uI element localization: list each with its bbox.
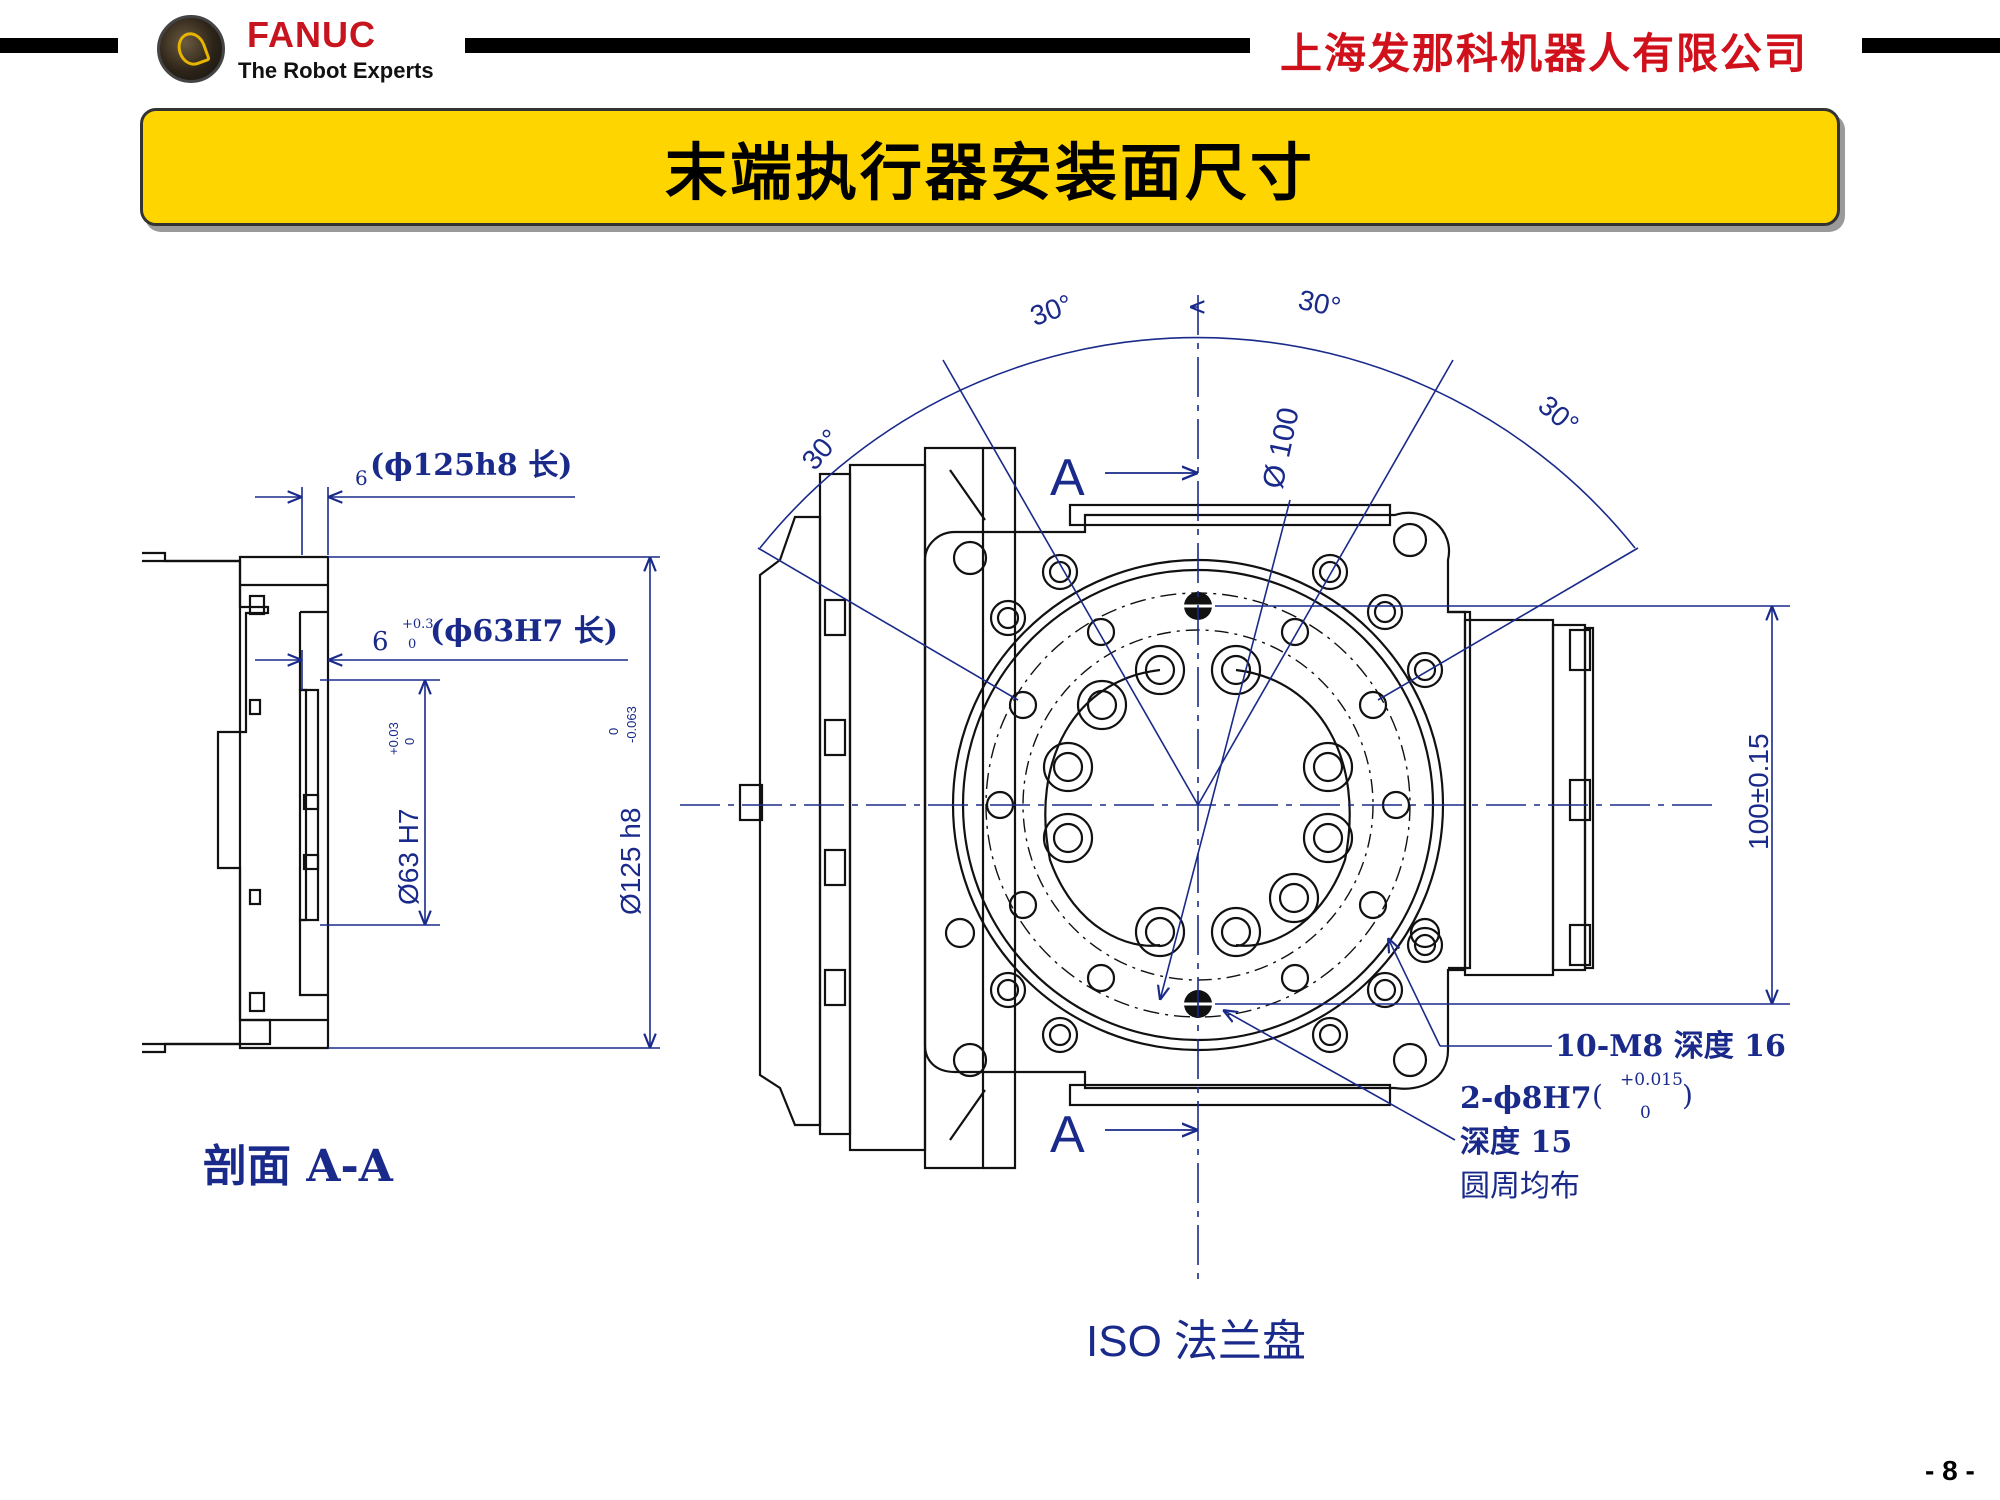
center-lines <box>680 295 1720 1280</box>
page-title: 末端执行器安装面尺寸 <box>664 139 1315 208</box>
dim-inner-tol-upper: +0.3 <box>402 617 434 632</box>
callout-pins-line2: 深度 15 <box>1460 1125 1572 1160</box>
section-caption: 剖面 A-A <box>203 1141 393 1192</box>
angle-label-1: 30° <box>1026 288 1076 332</box>
dim-inner-value: 6 <box>372 627 389 657</box>
header-bar-middle <box>465 38 1250 53</box>
callout-pins-tol-lower: 0 <box>1640 1103 1651 1123</box>
iso-flange-caption: ISO 法兰盘 <box>1086 1317 1307 1366</box>
section-view <box>142 551 330 1054</box>
callout-pins-line1: 2-ϕ8H7 <box>1460 1081 1592 1116</box>
section-marker-bottom: A <box>1050 1106 1085 1164</box>
logo-tagline: The Robot Experts <box>238 58 434 83</box>
logo-emblem-icon <box>157 15 225 83</box>
dim-inner-tol-lower: 0 <box>408 637 416 652</box>
section-markers <box>1105 473 1198 1130</box>
bolt-holes <box>944 522 1444 1078</box>
dia125-tol-lower: -0.063 <box>624 706 639 743</box>
flange-body <box>738 446 1595 1170</box>
logo-brand: FANUC <box>247 14 376 55</box>
section-dim-labels: 6 (ϕ125h8 长) 6 +0.3 0 (ϕ63H7 长) Ø63 H7 +… <box>355 448 646 915</box>
callout-pins-line3: 圆周均布 <box>1460 1169 1580 1204</box>
header-bar-right <box>1862 38 2000 53</box>
dia125-tol-upper: 0 <box>606 728 621 735</box>
dim-100-label: 100±0.15 <box>1743 733 1774 850</box>
dim-100-vertical <box>1215 605 1790 1005</box>
callout-pins-paren-open: ( <box>1592 1079 1603 1112</box>
section-dimensions <box>255 487 660 1049</box>
callout-leaders <box>1223 938 1552 1141</box>
dia63-tol-upper: +0.03 <box>386 722 401 755</box>
angle-label-2: 30° <box>1296 284 1344 323</box>
diameter-100-dim <box>1160 499 1291 1000</box>
header-bar-left <box>0 38 118 53</box>
angle-labels: 30° 30° 30° 30° <box>796 284 1585 476</box>
dim-top-outer-text: (ϕ125h8 长) <box>370 448 572 483</box>
dim-top-outer-value: 6 <box>355 466 368 490</box>
technical-drawing: 6 (ϕ125h8 长) 6 +0.3 0 (ϕ63H7 长) Ø63 H7 +… <box>142 284 1790 1280</box>
company-name: 上海发那科机器人有限公司 <box>1280 30 1809 77</box>
callout-pins-tol-upper: +0.015 <box>1620 1070 1683 1090</box>
dia63-label: Ø63 H7 <box>393 809 424 906</box>
dim-inner-text: (ϕ63H7 长) <box>430 614 618 649</box>
angle-dimensions <box>757 307 1639 806</box>
page-number: - 8 - <box>1925 1455 1975 1486</box>
diameter-100-label: Ø 100 <box>1257 405 1306 492</box>
callout-bolts: 10-M8 深度 16 <box>1555 1029 1786 1064</box>
callout-pins-paren-close: ) <box>1682 1079 1693 1112</box>
title-banner: 末端执行器安装面尺寸 <box>140 108 1840 226</box>
dia63-tol-lower: 0 <box>402 738 417 745</box>
angle-label-4: 30° <box>1532 389 1584 440</box>
dia125-label: Ø125 h8 <box>615 808 646 915</box>
fanuc-logo: FANUC The Robot Experts <box>152 10 452 90</box>
section-marker-top: A <box>1050 449 1085 507</box>
